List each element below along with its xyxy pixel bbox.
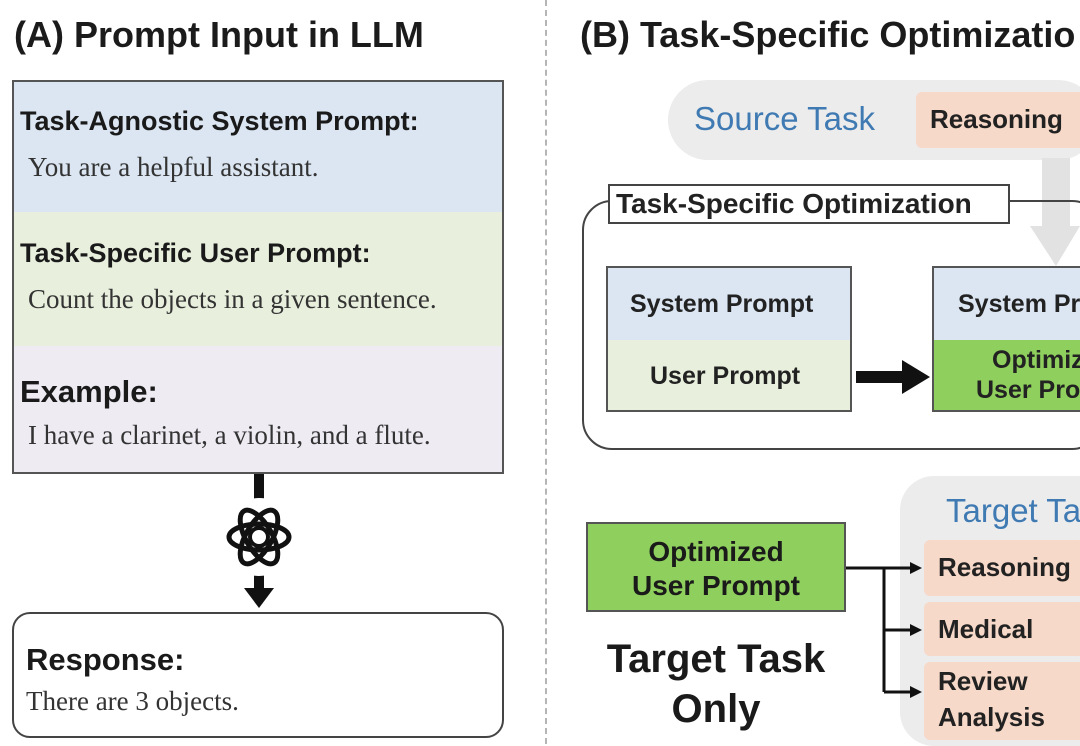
target-tag-analysis-text: Analysis bbox=[938, 702, 1045, 732]
optimized-user-segment bbox=[934, 340, 1080, 410]
optimized-user-prompt-line1: Optimized bbox=[648, 536, 784, 567]
panel-b-title: (B) Task-Specific Optimizatio bbox=[580, 14, 1076, 55]
target-tag-medical bbox=[924, 602, 1080, 656]
source-task-label: Source Task bbox=[694, 100, 875, 137]
source-reasoning-text: Reasoning bbox=[930, 104, 1063, 134]
panel-a-title: (A) Prompt Input in LLM bbox=[14, 14, 424, 55]
user-prompt-text: Count the objects in a given sentence. bbox=[28, 284, 437, 314]
target-tag-review-analysis bbox=[924, 662, 1080, 740]
source-reasoning-tag bbox=[916, 92, 1080, 148]
openai-logo-icon bbox=[220, 498, 298, 576]
target-tag-medical-text: Medical bbox=[938, 614, 1034, 644]
target-tag-reasoning bbox=[924, 540, 1080, 596]
original-prompt-box: System Prompt User Prompt bbox=[606, 266, 852, 412]
response-heading: Response: bbox=[26, 642, 185, 677]
target-task-only-label: Target Task Only bbox=[596, 634, 836, 734]
optimized-user-prompt-line2: User Prompt bbox=[631, 570, 801, 601]
system-prompt-text: You are a helpful assistant. bbox=[28, 152, 319, 182]
response-text: There are 3 objects. bbox=[26, 686, 239, 716]
optimized-prompt-box: System Pr Optimiz User Pro bbox=[932, 266, 1080, 412]
branch-arrows bbox=[846, 562, 922, 698]
source-to-optimized-arrow bbox=[1030, 158, 1080, 266]
optimized-system-segment bbox=[934, 268, 1080, 340]
example-section: Example: I have a clarinet, a violin, an… bbox=[14, 346, 502, 472]
panel-divider bbox=[545, 0, 547, 744]
original-user-label: User Prompt bbox=[650, 362, 801, 390]
target-tag-review-text: Review bbox=[938, 666, 1028, 696]
optimized-user-prompt-box: Optimized User Prompt bbox=[586, 522, 846, 612]
optimized-system-label: System Pr bbox=[958, 290, 1080, 318]
optimization-frame-label-box bbox=[608, 184, 1010, 224]
example-text: I have a clarinet, a violin, and a flute… bbox=[28, 420, 431, 450]
optimization-frame-label: Task-Specific Optimization bbox=[616, 188, 972, 219]
response-box: Response: There are 3 objects. bbox=[12, 612, 504, 738]
system-prompt-heading: Task-Agnostic System Prompt: bbox=[20, 106, 419, 136]
example-heading: Example: bbox=[20, 374, 158, 409]
original-system-label: System Prompt bbox=[630, 290, 814, 318]
optimized-user-label-1: Optimiz bbox=[992, 346, 1080, 374]
system-prompt-section: Task-Agnostic System Prompt: You are a h… bbox=[14, 82, 502, 212]
target-task-only-line1: Target Task bbox=[606, 637, 826, 681]
target-task-only-line2: Only bbox=[671, 687, 761, 731]
original-user-segment bbox=[608, 340, 850, 410]
prompt-input-box: Task-Agnostic System Prompt: You are a h… bbox=[12, 80, 504, 474]
optimize-arrow bbox=[856, 360, 930, 394]
user-prompt-heading: Task-Specific User Prompt: bbox=[20, 238, 371, 268]
user-prompt-section: Task-Specific User Prompt: Count the obj… bbox=[14, 212, 502, 346]
original-system-segment bbox=[608, 268, 850, 340]
target-tag-reasoning-text: Reasoning bbox=[938, 552, 1071, 582]
optimized-user-label-2: User Pro bbox=[976, 376, 1080, 404]
target-task-label: Target Ta bbox=[946, 492, 1080, 529]
